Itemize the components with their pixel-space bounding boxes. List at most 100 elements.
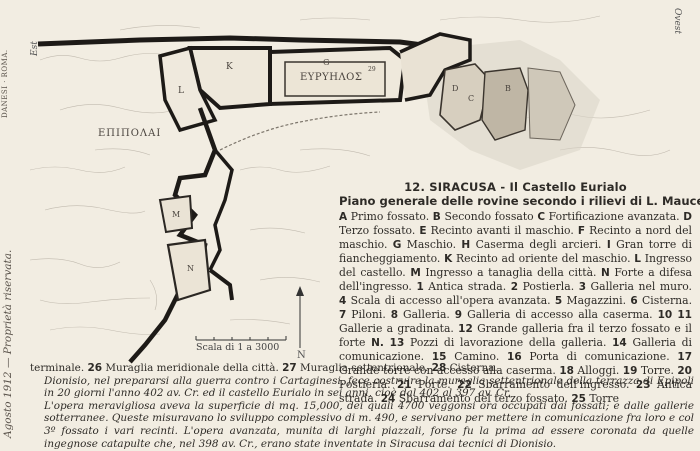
legend-key: 5 bbox=[554, 295, 563, 307]
legend-text: Galleria di comunicazione. bbox=[339, 336, 693, 363]
east-label: Est bbox=[30, 41, 40, 56]
legend-key: 20 bbox=[677, 365, 692, 377]
legend-key: N. bbox=[371, 337, 384, 349]
legend-text: Gallerie a gradinata. bbox=[339, 322, 459, 335]
region-label: ΕΠΙΠΟΛΑΙ bbox=[98, 128, 162, 139]
lower-wall bbox=[208, 268, 234, 301]
legend-text: Ingresso a tanaglia della città. bbox=[420, 266, 602, 279]
legend-key: E bbox=[419, 225, 427, 237]
legend-title: 12. SIRACUSA - Il Castello Eurialo bbox=[404, 180, 627, 194]
south-wall-outer bbox=[208, 148, 234, 271]
legend-key: C bbox=[537, 211, 546, 223]
legend-key: 4 bbox=[339, 295, 347, 307]
legend-text: Alloggi. bbox=[573, 364, 623, 377]
legend-text: Antica strada. bbox=[423, 280, 511, 293]
legend-text: Magazzini. bbox=[562, 294, 631, 307]
scale-bar bbox=[195, 336, 287, 341]
legend-key: H bbox=[461, 239, 471, 251]
legend-text: Postierla. bbox=[339, 378, 397, 391]
letter-m: M bbox=[172, 210, 181, 219]
north-wall bbox=[37, 35, 431, 49]
legend-entries: A Primo fossato. B Secondo fossato C For… bbox=[339, 210, 692, 406]
legend-key: 8 bbox=[390, 309, 399, 321]
caption-key: 26 bbox=[87, 362, 103, 374]
legend-text: Postierla. bbox=[518, 280, 579, 293]
legend-key: 15 bbox=[431, 351, 447, 363]
legend-key: G bbox=[392, 239, 402, 251]
legend-key: 25 bbox=[571, 393, 586, 405]
letter-d: D bbox=[452, 84, 459, 93]
legend-text: Primo fossato. bbox=[347, 210, 433, 223]
legend-text: Recinto avanti il maschio. bbox=[426, 224, 578, 237]
legend-text: Fortificazione avanzata. bbox=[545, 210, 684, 223]
caption-key: 28 bbox=[431, 362, 447, 374]
legend-key: I bbox=[606, 239, 611, 251]
c-fortification bbox=[439, 63, 491, 131]
caption-paragraph-1: Dionisio, nel prepararsi alla guerra con… bbox=[44, 374, 694, 400]
north-arrow-icon bbox=[296, 286, 304, 348]
letter-b: B bbox=[505, 84, 511, 93]
legend-text: Porta di comunicazione. bbox=[521, 350, 678, 363]
legend: 12. SIRACUSA - Il Castello Eurialo Piano… bbox=[339, 180, 700, 406]
label-29: 29 bbox=[368, 66, 376, 73]
legend-key: 9 bbox=[454, 309, 463, 321]
legend-text: Grande galleria fra il terzo fossato e i… bbox=[339, 322, 693, 349]
legend-subtitle: Piano generale delle rovine secondo i ri… bbox=[339, 194, 700, 208]
legend-text: Gran torre di fiancheggiamento. bbox=[339, 238, 692, 265]
south-wall bbox=[128, 107, 218, 364]
legend-key: M bbox=[410, 267, 421, 279]
legend-text: Galleria nel muro. bbox=[586, 280, 692, 293]
legend-text: Caserma degli arcieri. bbox=[470, 238, 607, 251]
legend-text: Grande torre con accesso alla caserma. bbox=[339, 364, 560, 377]
letter-l: L bbox=[178, 86, 184, 96]
legend-text: Galleria di accesso alla caserma. bbox=[462, 308, 658, 321]
legend-key: 6 bbox=[630, 295, 638, 307]
caption-text: terminale. bbox=[30, 362, 88, 374]
caption: terminale. 26 Muraglia meridionale della… bbox=[30, 362, 694, 450]
legend-key: 21 bbox=[396, 379, 412, 391]
legend-key: 3 bbox=[578, 281, 586, 293]
legend-text: Forte a difesa dell'ingresso. bbox=[339, 266, 692, 293]
legend-text: Antica strada. bbox=[339, 378, 693, 405]
legend-key: 19 bbox=[622, 365, 638, 377]
legend-key: 18 bbox=[559, 365, 574, 377]
legend-key: 7 bbox=[339, 309, 347, 321]
letter-c: C bbox=[468, 94, 475, 103]
legend-key: 14 bbox=[612, 337, 627, 349]
legend-text: Galleria. bbox=[398, 308, 455, 321]
legend-text: Cisterna. bbox=[637, 294, 692, 307]
courtyard-label: ΕΥΡΥΗΛΟΣ bbox=[300, 72, 363, 83]
caption-text: Muraglia meridionale della città. bbox=[102, 362, 283, 374]
legend-key: L bbox=[634, 253, 641, 265]
legend-text: Secondo fossato bbox=[440, 210, 538, 223]
legend-text: Ingresso del castello. bbox=[339, 252, 692, 279]
caption-text: Cisterna. bbox=[446, 362, 498, 374]
eastern-works bbox=[399, 32, 472, 102]
legend-key: 13 bbox=[389, 337, 405, 349]
legend-key: 22 bbox=[457, 379, 472, 391]
legend-text: Torre. bbox=[637, 364, 678, 377]
legend-text: Sbarramento dell'ingresso. bbox=[471, 378, 636, 391]
keep-courtyard bbox=[284, 61, 386, 97]
legend-key: A bbox=[339, 211, 348, 223]
legend-key: 12 bbox=[458, 323, 473, 335]
legend-key: 17 bbox=[677, 351, 693, 363]
legend-text: Piloni. bbox=[346, 308, 391, 321]
legend-text: Recinto ad oriente del maschio. bbox=[452, 252, 635, 265]
legend-key: N bbox=[601, 267, 610, 279]
legend-key: K bbox=[444, 253, 453, 265]
caption-paragraph-2: L'opera meravigliosa aveva la superficie… bbox=[44, 399, 694, 450]
legend-text: Terzo fossato. bbox=[339, 224, 420, 237]
letter-n: N bbox=[187, 264, 194, 273]
letter-k: K bbox=[226, 62, 233, 72]
legend-key: 10 11 bbox=[657, 309, 692, 321]
m-gate bbox=[158, 194, 194, 234]
caption-continuation: terminale. 26 Muraglia meridionale della… bbox=[30, 362, 694, 375]
legend-text: Recinto a nord del maschio. bbox=[339, 224, 692, 251]
legend-text: Camino. bbox=[446, 350, 508, 363]
legend-text: Pozzi di lavorazione della galleria. bbox=[404, 336, 613, 349]
publisher-credit: DANESI · ROMA. bbox=[1, 49, 9, 118]
north-label: N bbox=[297, 350, 306, 361]
legend-text: Scala di accesso all'opera avanzata. bbox=[346, 294, 555, 307]
